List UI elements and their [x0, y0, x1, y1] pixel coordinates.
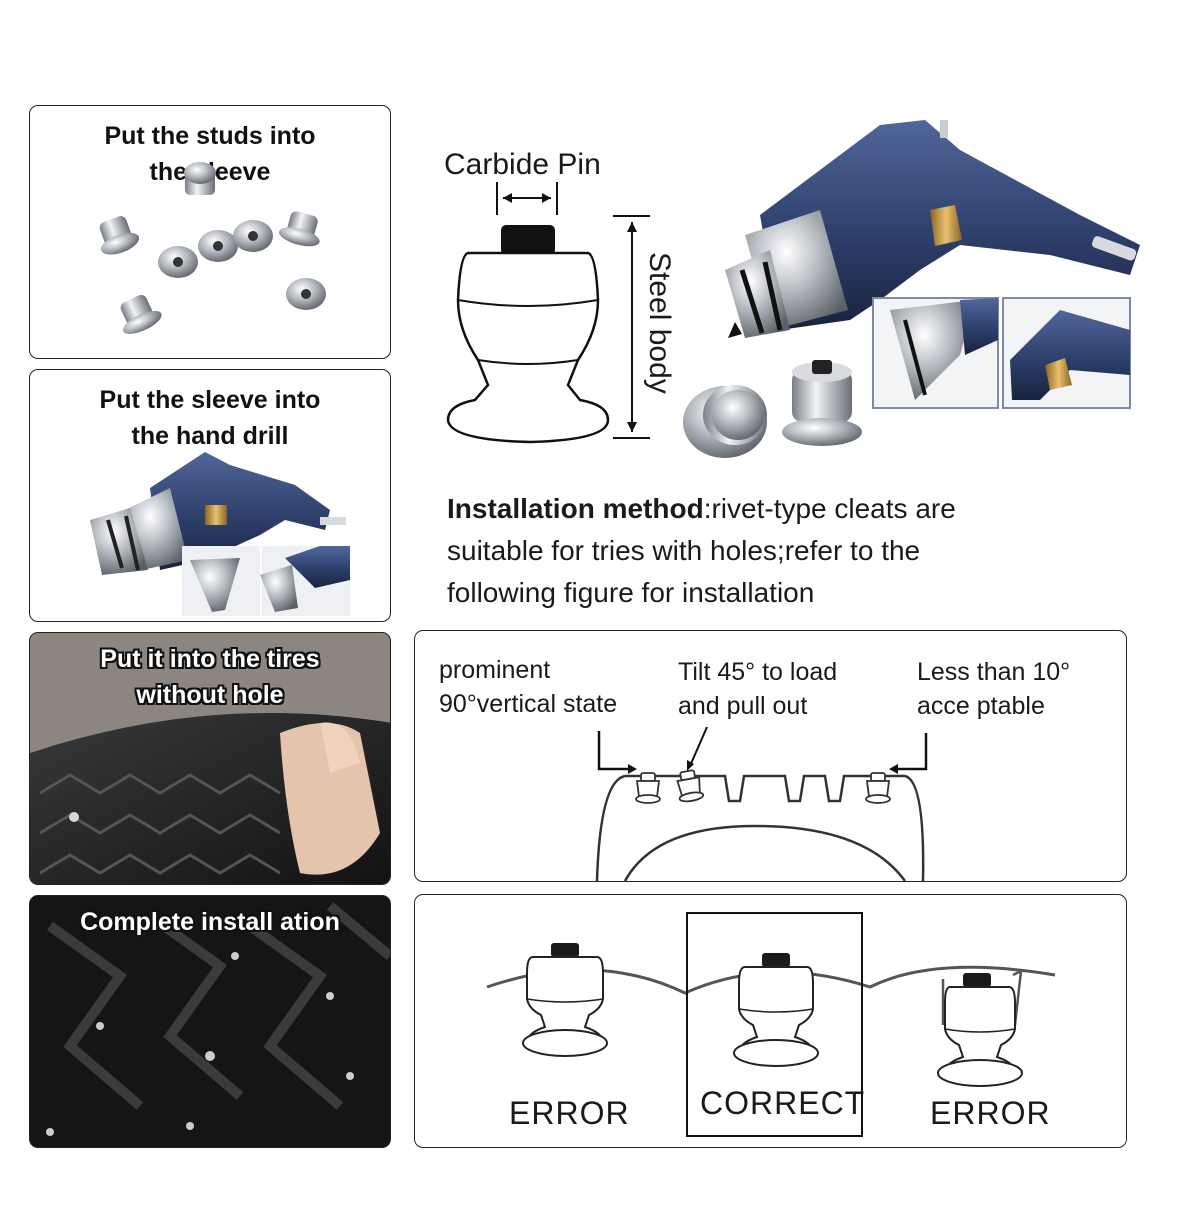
verdict-error-left: ERROR [509, 1095, 630, 1131]
sleeve-icon [890, 300, 975, 400]
stud-icon [326, 992, 334, 1000]
drill-photo [90, 452, 350, 616]
stud-icon [99, 216, 140, 255]
step-title-line: Put it into the tires [100, 645, 320, 673]
sleeve-icon [260, 565, 298, 612]
installation-states-panel: prominent 90°vertical state Tilt 45° to … [414, 630, 1127, 882]
stud-icon [865, 772, 891, 804]
drill-icon [285, 546, 350, 588]
state-label-line: acce ptable [917, 692, 1045, 720]
step-title-line: Put the studs into [104, 122, 316, 150]
stud-icon [676, 769, 705, 803]
step-title-line: Complete install ation [80, 908, 340, 936]
stud-depth-comparison [486, 912, 1056, 1137]
correct-highlight-box [686, 912, 863, 1137]
step-title: Complete install ation [30, 904, 390, 940]
correct-error-panel: ERROR CORRECT ERROR [414, 894, 1127, 1148]
step-title-line: Put the sleeve into [99, 386, 321, 414]
stud-icon [733, 953, 819, 1067]
state-label-line: Less than 10° [917, 658, 1071, 686]
step-title-line: without hole [136, 681, 284, 709]
step-title: Put it into the tires without hole [30, 641, 390, 713]
stud-icon [158, 246, 198, 278]
stud-icon [782, 360, 862, 446]
stud-icon [120, 294, 162, 334]
step-title: Put the sleeve into the hand drill [30, 382, 390, 454]
stud-icon [205, 1051, 215, 1061]
installation-method-text: Installation method:rivet-type cleats ar… [447, 488, 1127, 614]
stud-icon [278, 211, 320, 247]
prominent-state-label: prominent 90°vertical state [439, 653, 617, 721]
stud-icon [184, 162, 216, 195]
installation-text: :rivet-type cleats are [703, 493, 956, 524]
installation-line: Installation method:rivet-type cleats ar… [447, 488, 1127, 530]
installation-heading: Installation method [447, 493, 704, 524]
tire-photo [30, 633, 390, 884]
drill-icon [725, 120, 1140, 338]
verdict-correct: CORRECT [700, 1085, 866, 1121]
installation-line: suitable for tries with holes;refer to t… [447, 535, 921, 566]
stud-icon [198, 230, 238, 262]
stud-icon [937, 973, 1023, 1087]
stud-icon [186, 1122, 194, 1130]
step-title-line: the hand drill [131, 422, 289, 450]
steel-body [446, 251, 610, 444]
drill-icon [1010, 310, 1130, 400]
studded-tire-photo [30, 896, 390, 1147]
step-panel-complete: Complete install ation [29, 895, 391, 1148]
stud-icon [346, 1072, 354, 1080]
stud-icon [635, 772, 661, 804]
state-label-line: prominent [439, 656, 551, 684]
carbide-pin [501, 225, 555, 255]
tilt-state-label: Tilt 45° to load and pull out [678, 655, 837, 723]
stud-icon [46, 1128, 54, 1136]
verdict-error-right: ERROR [930, 1095, 1051, 1131]
acceptable-state-label: Less than 10° acce ptable [917, 655, 1070, 723]
tire-cross-section [595, 726, 928, 881]
stud-icon [522, 943, 608, 1057]
sleeve-icon [190, 558, 240, 612]
stud-icon [286, 278, 326, 310]
stud-icon [683, 385, 767, 458]
carbide-pin-label: Carbide Pin [444, 148, 601, 181]
step-panel-tires: Put it into the tires without hole [29, 632, 391, 885]
state-label-line: and pull out [678, 692, 808, 720]
stud-icon [233, 220, 273, 252]
stud-icon [69, 812, 79, 822]
state-label-line: Tilt 45° to load [678, 658, 838, 686]
stud-icon [231, 952, 239, 960]
step-panel-studs: Put the studs into the sleeve [29, 105, 391, 359]
state-label-line: 90°vertical state [439, 690, 618, 718]
studs-photo [99, 162, 326, 334]
installation-line: following figure for installation [447, 577, 815, 608]
steel-body-label: Steel body [643, 252, 676, 394]
stud-diagram [446, 120, 1140, 458]
step-panel-drill: Put the sleeve into the hand drill [29, 369, 391, 622]
stud-icon [96, 1022, 104, 1030]
drill-icon [90, 452, 346, 575]
